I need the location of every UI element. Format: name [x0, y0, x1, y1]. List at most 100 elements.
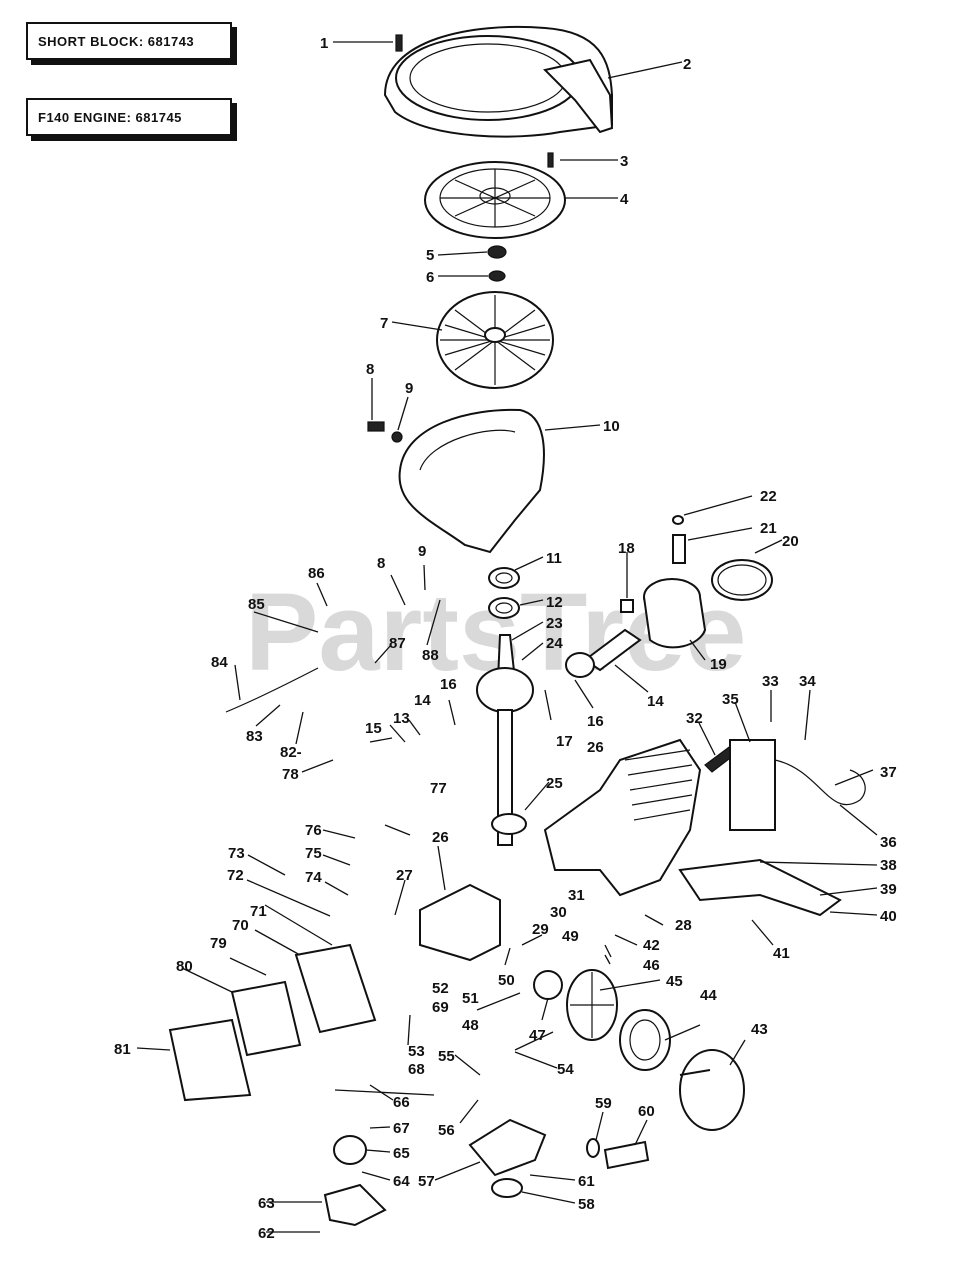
part-label-37: 37	[880, 764, 897, 781]
part-label-30: 30	[550, 904, 567, 921]
part-label-45: 45	[666, 973, 683, 990]
starter-rotor-shape	[566, 969, 618, 1041]
part-label-25: 25	[546, 775, 563, 792]
part-label-71: 71	[250, 903, 267, 920]
part-label-6: 6	[426, 269, 434, 286]
screw-1-shape	[395, 34, 403, 52]
wire-84-shape	[225, 667, 319, 713]
part-label-26b: 26	[587, 739, 604, 756]
starter-pulley-shape	[679, 1049, 745, 1131]
part-label-38: 38	[880, 857, 897, 874]
part-label-12: 12	[546, 594, 563, 611]
part-label-59: 59	[595, 1095, 612, 1112]
part-label-42: 42	[643, 937, 660, 954]
part-label-15: 15	[365, 720, 382, 737]
washer-6-shape	[488, 270, 506, 282]
part-label-46: 46	[643, 957, 660, 974]
float-bowl-shape	[323, 1183, 387, 1227]
part-label-24: 24	[546, 635, 563, 652]
part-label-88: 88	[422, 647, 439, 664]
part-label-11: 11	[546, 550, 562, 567]
part-label-82: 82-	[280, 744, 302, 761]
part-label-18: 18	[618, 540, 635, 557]
governor-gear-shape	[533, 970, 563, 1000]
part-label-78: 78	[282, 766, 299, 783]
part-label-68: 68	[408, 1061, 425, 1078]
part-label-83: 83	[246, 728, 263, 745]
part-label-8b: 8	[377, 555, 385, 572]
part-label-76: 76	[305, 822, 322, 839]
part-label-73: 73	[228, 845, 245, 862]
fuel-pump-body-shape	[468, 1118, 547, 1177]
part-label-7: 7	[380, 315, 388, 332]
part-label-49: 49	[562, 928, 579, 945]
part-label-17: 17	[556, 733, 573, 750]
part-label-14b: 14	[414, 692, 431, 709]
part-label-67: 67	[393, 1120, 410, 1137]
part-label-63: 63	[258, 1195, 275, 1212]
air-cleaner-cover-shape	[168, 1018, 252, 1102]
part-label-19: 19	[710, 656, 727, 673]
part-label-20: 20	[782, 533, 799, 550]
part-label-16b: 16	[587, 713, 604, 730]
part-label-10: 10	[603, 418, 620, 435]
part-label-58: 58	[578, 1196, 595, 1213]
rotating-screen-shape	[424, 161, 566, 239]
filter-element-shape	[230, 980, 302, 1057]
part-label-41: 41	[773, 945, 790, 962]
screw-3-shape	[547, 152, 554, 168]
piston-shape	[643, 578, 707, 649]
blower-housing-lower-shape	[398, 408, 545, 554]
washer-59-shape	[586, 1138, 600, 1158]
float-shape	[333, 1135, 367, 1165]
part-label-79: 79	[210, 935, 227, 952]
washer-9-shape	[391, 431, 403, 443]
part-label-61: 61	[578, 1173, 595, 1190]
part-label-3: 3	[620, 153, 628, 170]
part-label-13: 13	[393, 710, 410, 727]
part-label-4: 4	[620, 191, 629, 208]
bolt-8-shape	[367, 421, 385, 432]
part-label-81: 81	[114, 1041, 131, 1058]
rewind-spring-shape	[619, 1009, 671, 1071]
shaft-60-shape	[603, 1140, 650, 1170]
carburetor-shape	[419, 883, 501, 962]
part-label-32: 32	[686, 710, 703, 727]
part-label-60: 60	[638, 1103, 655, 1120]
piston-rings-shape	[711, 559, 773, 601]
part-number-labels: 1 2 3 4 5 6 7 8 9 10 11 12 13 14 15 16 1…	[114, 35, 897, 1242]
part-label-5: 5	[426, 247, 434, 264]
part-label-86: 86	[308, 565, 325, 582]
part-label-64: 64	[393, 1173, 410, 1190]
part-label-8: 8	[366, 361, 374, 378]
part-label-33: 33	[762, 673, 779, 690]
leader-lines	[136, 41, 878, 1233]
clip-22-shape	[672, 515, 684, 525]
part-label-84: 84	[211, 654, 228, 671]
part-label-70: 70	[232, 917, 249, 934]
part-label-51: 51	[462, 990, 479, 1007]
ignition-module-shape	[729, 739, 776, 831]
part-label-47: 47	[529, 1027, 546, 1044]
bearing-25-shape	[491, 813, 527, 835]
engine-label: F140 ENGINE: 681745	[26, 98, 232, 136]
part-label-69: 69	[432, 999, 449, 1016]
part-label-9b: 9	[418, 543, 426, 560]
part-label-35: 35	[722, 691, 739, 708]
part-label-62: 62	[258, 1225, 275, 1242]
cylinder-block-shape	[543, 738, 702, 897]
part-label-48: 48	[462, 1017, 479, 1034]
part-label-74: 74	[305, 869, 322, 886]
part-label-77: 77	[430, 780, 447, 797]
part-label-65: 65	[393, 1145, 410, 1162]
part-label-52: 52	[432, 980, 449, 997]
bearing-12-shape	[488, 597, 520, 619]
part-label-54: 54	[557, 1061, 574, 1078]
air-cleaner-body-shape	[294, 943, 377, 1034]
part-label-27: 27	[396, 867, 413, 884]
part-label-31: 31	[568, 887, 585, 904]
part-label-57: 57	[418, 1173, 435, 1190]
part-label-66: 66	[393, 1094, 410, 1111]
part-label-34: 34	[799, 673, 816, 690]
part-label-50: 50	[498, 972, 515, 989]
